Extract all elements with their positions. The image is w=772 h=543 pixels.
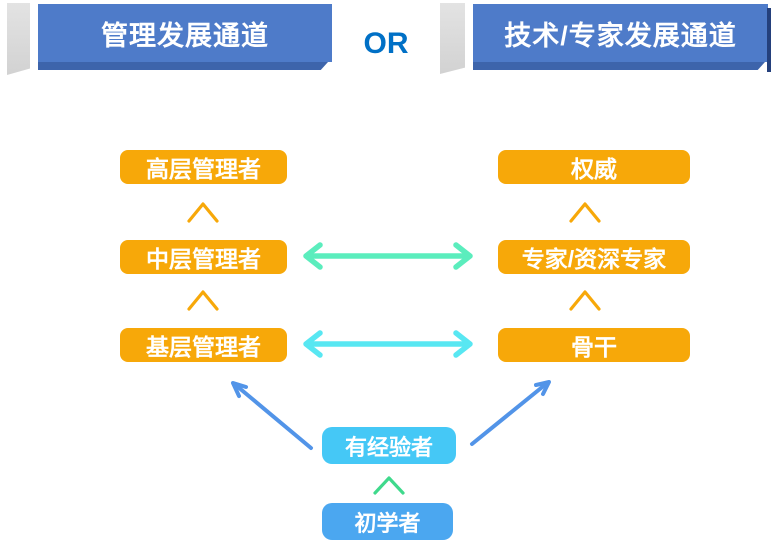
box-middle-manager: 中层管理者 bbox=[120, 240, 287, 274]
left-banner-ribbon-tail bbox=[7, 3, 30, 75]
up-caret-icon bbox=[187, 202, 219, 223]
arrow-to-backbone bbox=[470, 380, 551, 446]
expert-track-banner-label: 技术/专家发展通道 bbox=[504, 20, 737, 51]
box-beginner: 初学者 bbox=[322, 503, 453, 540]
double-arrow-bottom bbox=[303, 330, 473, 358]
management-track-banner-label: 管理发展通道 bbox=[101, 20, 269, 51]
box-senior-expert: 专家/资深专家 bbox=[498, 240, 690, 274]
right-banner-ribbon-tail bbox=[440, 3, 465, 74]
up-caret-icon bbox=[187, 290, 219, 311]
right-banner-side-edge bbox=[767, 8, 771, 72]
up-caret-icon bbox=[569, 202, 601, 223]
box-junior-manager: 基层管理者 bbox=[120, 328, 287, 362]
up-caret-icon bbox=[569, 290, 601, 311]
arrow-to-junior-manager bbox=[231, 381, 313, 450]
expert-track-banner: 技术/专家发展通道 bbox=[473, 4, 768, 62]
up-caret-icon bbox=[373, 476, 405, 495]
or-label: OR bbox=[363, 27, 409, 60]
box-authority: 权威 bbox=[498, 150, 690, 184]
box-senior-manager: 高层管理者 bbox=[120, 150, 287, 184]
double-arrow-middle bbox=[303, 242, 473, 270]
left-banner-shadow bbox=[38, 62, 328, 70]
box-experienced: 有经验者 bbox=[322, 427, 456, 464]
right-banner-shadow bbox=[473, 62, 765, 70]
management-track-banner: 管理发展通道 bbox=[38, 4, 332, 62]
box-backbone: 骨干 bbox=[498, 328, 690, 362]
